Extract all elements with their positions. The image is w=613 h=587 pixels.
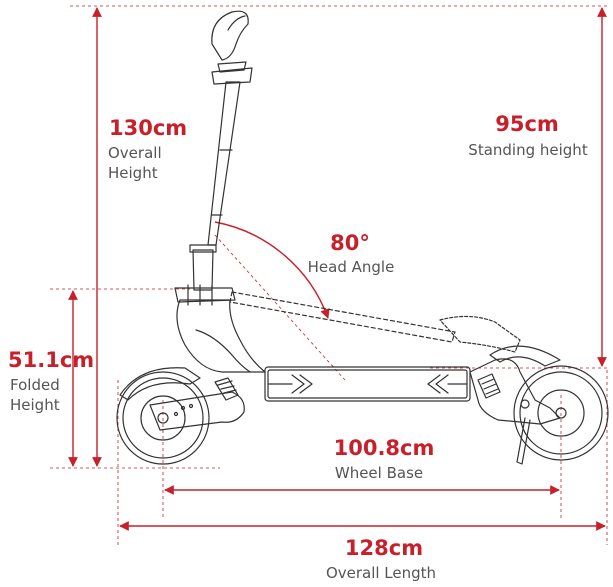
folded-stem	[229, 291, 456, 343]
overall-height-caption-line1: Overall	[108, 144, 162, 162]
front-wheel	[513, 365, 609, 461]
handlebar-grip	[211, 10, 249, 61]
upper-stem	[207, 81, 241, 246]
head-angle-value: 80°	[330, 231, 370, 255]
stem-clamp	[174, 287, 236, 303]
rear-fender	[119, 367, 201, 401]
overall-length-caption: Overall Length	[325, 564, 437, 582]
rear-shock	[214, 377, 239, 401]
standing-height-value: 95cm	[495, 112, 559, 136]
overall-height-caption-line2: Height	[108, 164, 158, 182]
folded-height-caption-line1: Folded	[10, 376, 60, 394]
scooter-icon	[116, 10, 609, 465]
head-angle-caption: Head Angle	[307, 258, 395, 276]
steering-column	[192, 249, 214, 291]
standing-height-caption: Standing height	[468, 141, 588, 159]
kickstand	[516, 417, 531, 465]
frame-body	[176, 299, 266, 373]
guide-lines	[50, 5, 610, 545]
folded-height-value: 51.1cm	[8, 348, 95, 372]
folded-height-caption-line2: Height	[10, 396, 60, 414]
wheel-base-caption: Wheel Base	[334, 464, 424, 482]
dimension-arrows	[68, 7, 607, 531]
overall-length-value: 128cm	[344, 536, 424, 560]
head-angle-axis	[214, 234, 346, 381]
head-angle-arc	[214, 221, 330, 319]
deck	[264, 366, 471, 402]
overall-height-value: 130cm	[109, 116, 188, 140]
handlebar-top	[211, 67, 253, 85]
wheel-base-value: 100.8cm	[333, 436, 435, 460]
rear-wheel	[116, 371, 210, 465]
front-fender	[489, 345, 561, 367]
